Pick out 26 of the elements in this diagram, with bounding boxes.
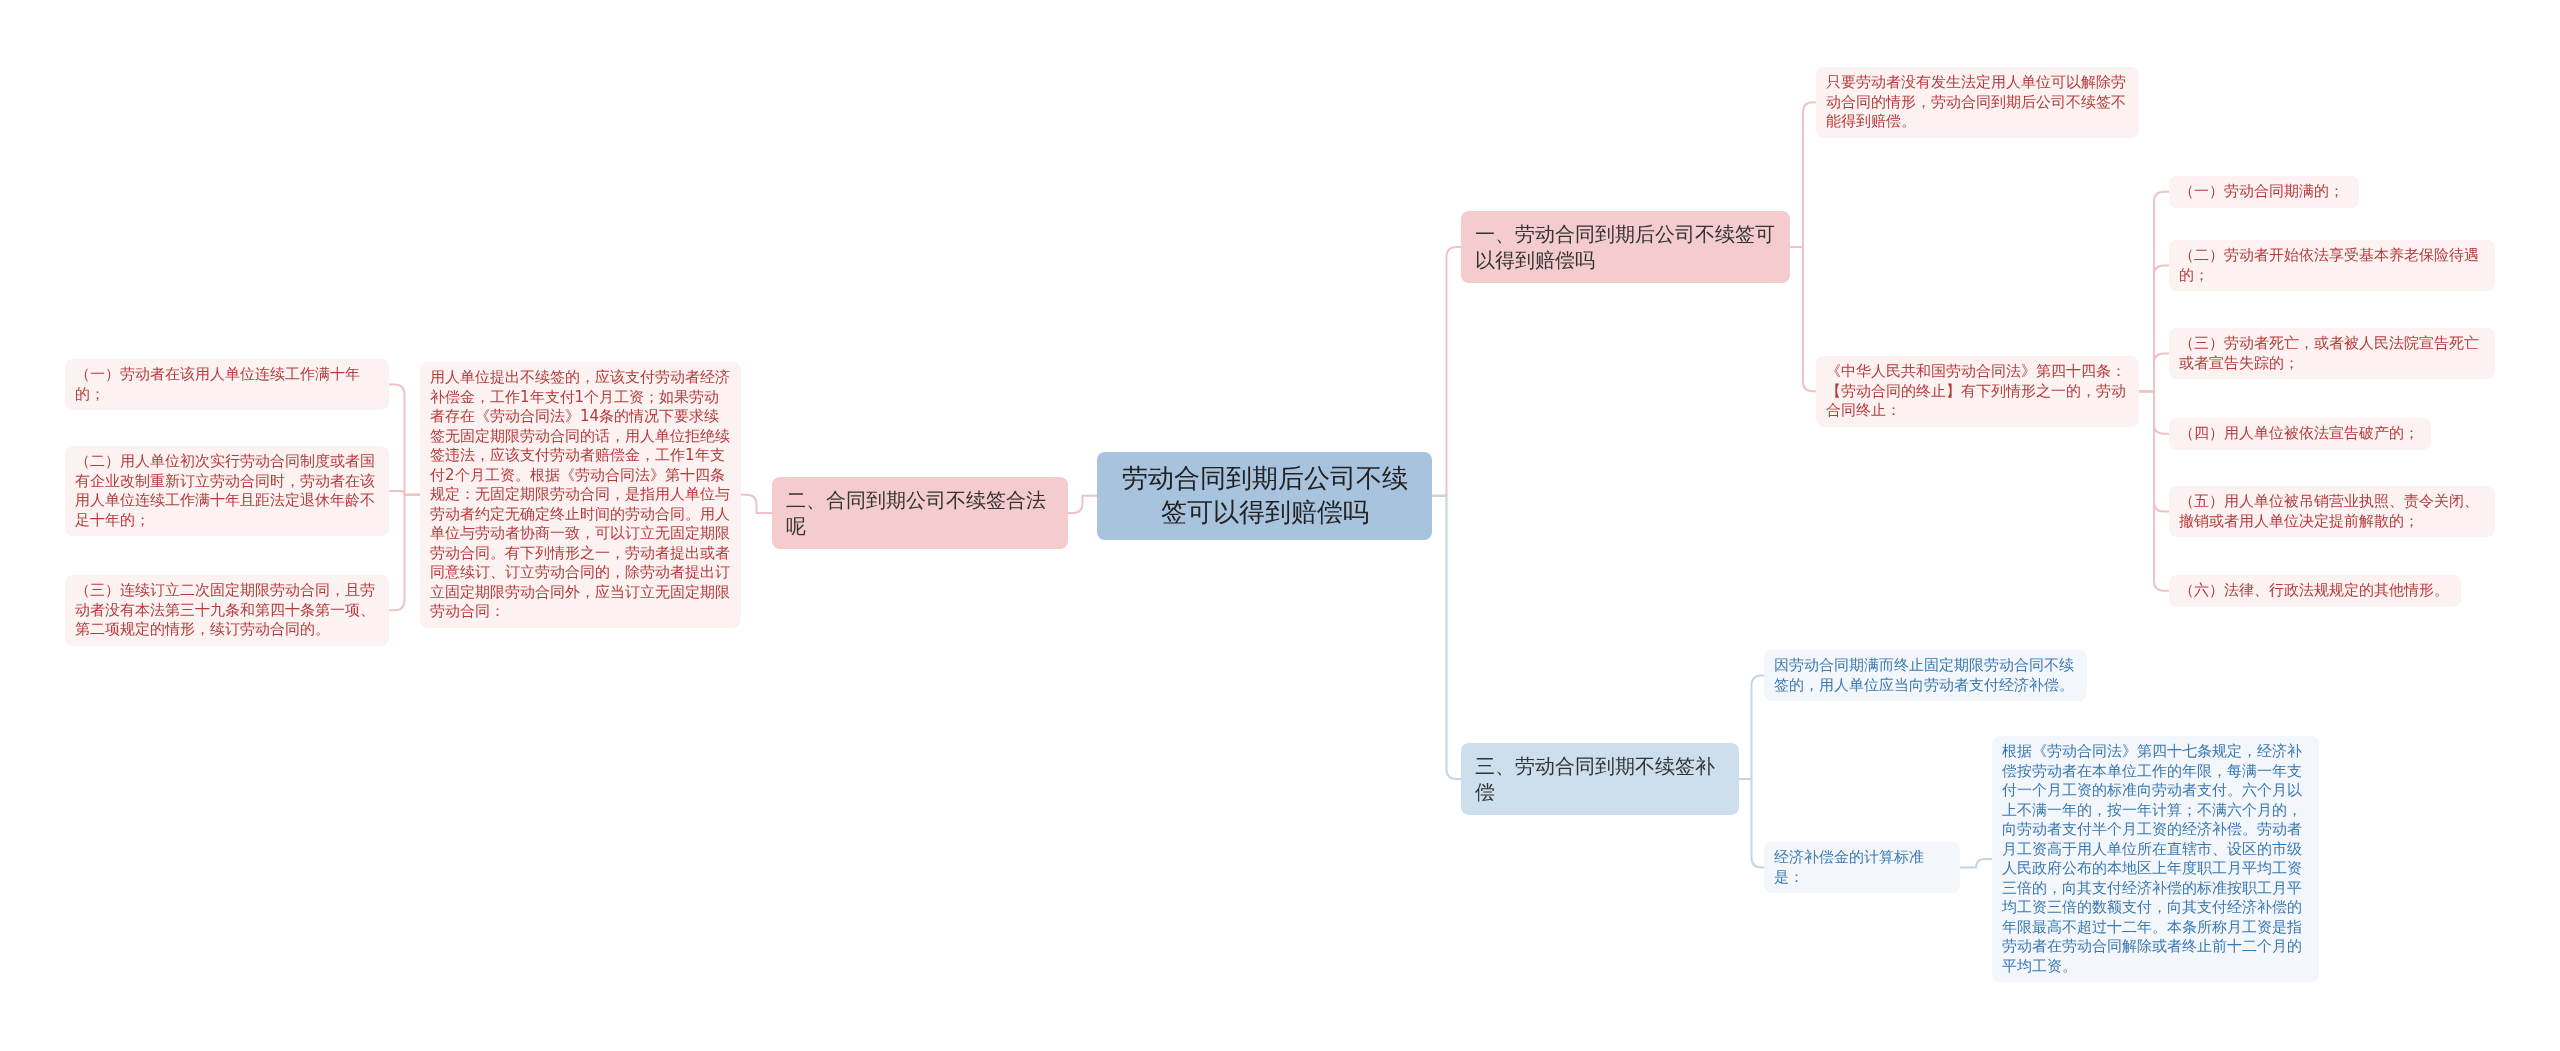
topic-box: 二、合同到期公司不续签合法呢 [772, 477, 1068, 549]
text-box: （六）法律、行政法规规定的其他情形。 [2169, 575, 2461, 607]
connector-line [1789, 246, 1817, 393]
text-box: 因劳动合同期满而终止固定期限劳动合同不续签的，用人单位应当向劳动者支付经济补偿。 [1764, 650, 2087, 701]
central-topic-box: 劳动合同到期后公司不续签可以得到赔偿吗 [1097, 452, 1432, 540]
text-box: （一）劳动者在该用人单位连续工作满十年的； [65, 359, 389, 410]
connector-line [1959, 858, 1993, 869]
text-box: 只要劳动者没有发生法定用人单位可以解除劳动合同的情形，劳动合同到期后公司不续签不能得到赔偿。 [1816, 67, 2139, 138]
text-box: 根据《劳动合同法》第四十七条规定，经济补偿按劳动者在本单位工作的年限，每满一年支付一个月工资的标准向劳动者支付。六个月以上不满一年的，按一年计算；不满六个月的，向劳动者支付半个月工资的经济补偿。劳动者月工资高于用人单位所在直辖市、设区的市级人民政府公布的本地区上年度职工月平均工资三倍的，向其支付经济补偿的标准按职工月平均工资三倍的数额支付，向其支付经济补偿的年限最高不超过十二年。本条所称月工资是指劳动者在劳动合同解除或者终止前十二个月的平均工资。 [1992, 736, 2319, 982]
text-box: 《中华人民共和国劳动合同法》第四十四条：【劳动合同的终止】有下列情形之一的，劳动合同终止： [1816, 356, 2139, 427]
text-box: 经济补偿金的计算标准是： [1764, 842, 1960, 893]
text-box: 用人单位提出不续签的，应该支付劳动者经济补偿金，工作1年支付1个月工资；如果劳动者存在《劳动合同法》14条的情况下要求续签无固定期限劳动合同的话，用人单位拒绝续签违法，应该支付劳动者赔偿金，工作1年支付2个月工资。根据《劳动合同法》第十四条规定：无固定期限劳动合同，是指用人单位与劳动者约定无确定终止时间的劳动合同。用人单位与劳动者协商一致，可以订立无固定期限劳动合同。有下列情形之一，劳动者提出或者同意续订、订立劳动合同的，除劳动者提出订立固定期限劳动合同外，应当订立无固定期限劳动合同： [420, 362, 741, 628]
topic-box: 一、劳动合同到期后公司不续签可以得到赔偿吗 [1461, 211, 1790, 283]
text-box: （二）劳动者开始依法享受基本养老保险待遇的； [2169, 240, 2495, 291]
text-box: （一）劳动合同期满的； [2169, 176, 2359, 208]
connector-line [1067, 494, 1098, 514]
text-box: （二）用人单位初次实行劳动合同制度或者国有企业改制重新订立劳动合同时，劳动者在该用人单位连续工作满十年且距法定退休年龄不足十年的； [65, 446, 389, 536]
topic-box: 三、劳动合同到期不续签补偿 [1461, 743, 1739, 815]
connector-line [1738, 778, 1765, 869]
connector-line [388, 493, 421, 612]
text-box: （三）连续订立二次固定期限劳动合同，且劳动者没有本法第三十九条和第四十条第一项、第二项规定的情形，续订劳动合同的。 [65, 575, 389, 646]
text-box: （四）用人单位被依法宣告破产的； [2169, 418, 2431, 450]
text-box: （五）用人单位被吊销营业执照、责令关闭、撤销或者用人单位决定提前解散的； [2169, 486, 2495, 537]
text-box: （三）劳动者死亡，或者被人民法院宣告死亡或者宣告失踪的； [2169, 328, 2495, 379]
connector-line [740, 493, 773, 514]
connector-line [1431, 494, 1462, 780]
